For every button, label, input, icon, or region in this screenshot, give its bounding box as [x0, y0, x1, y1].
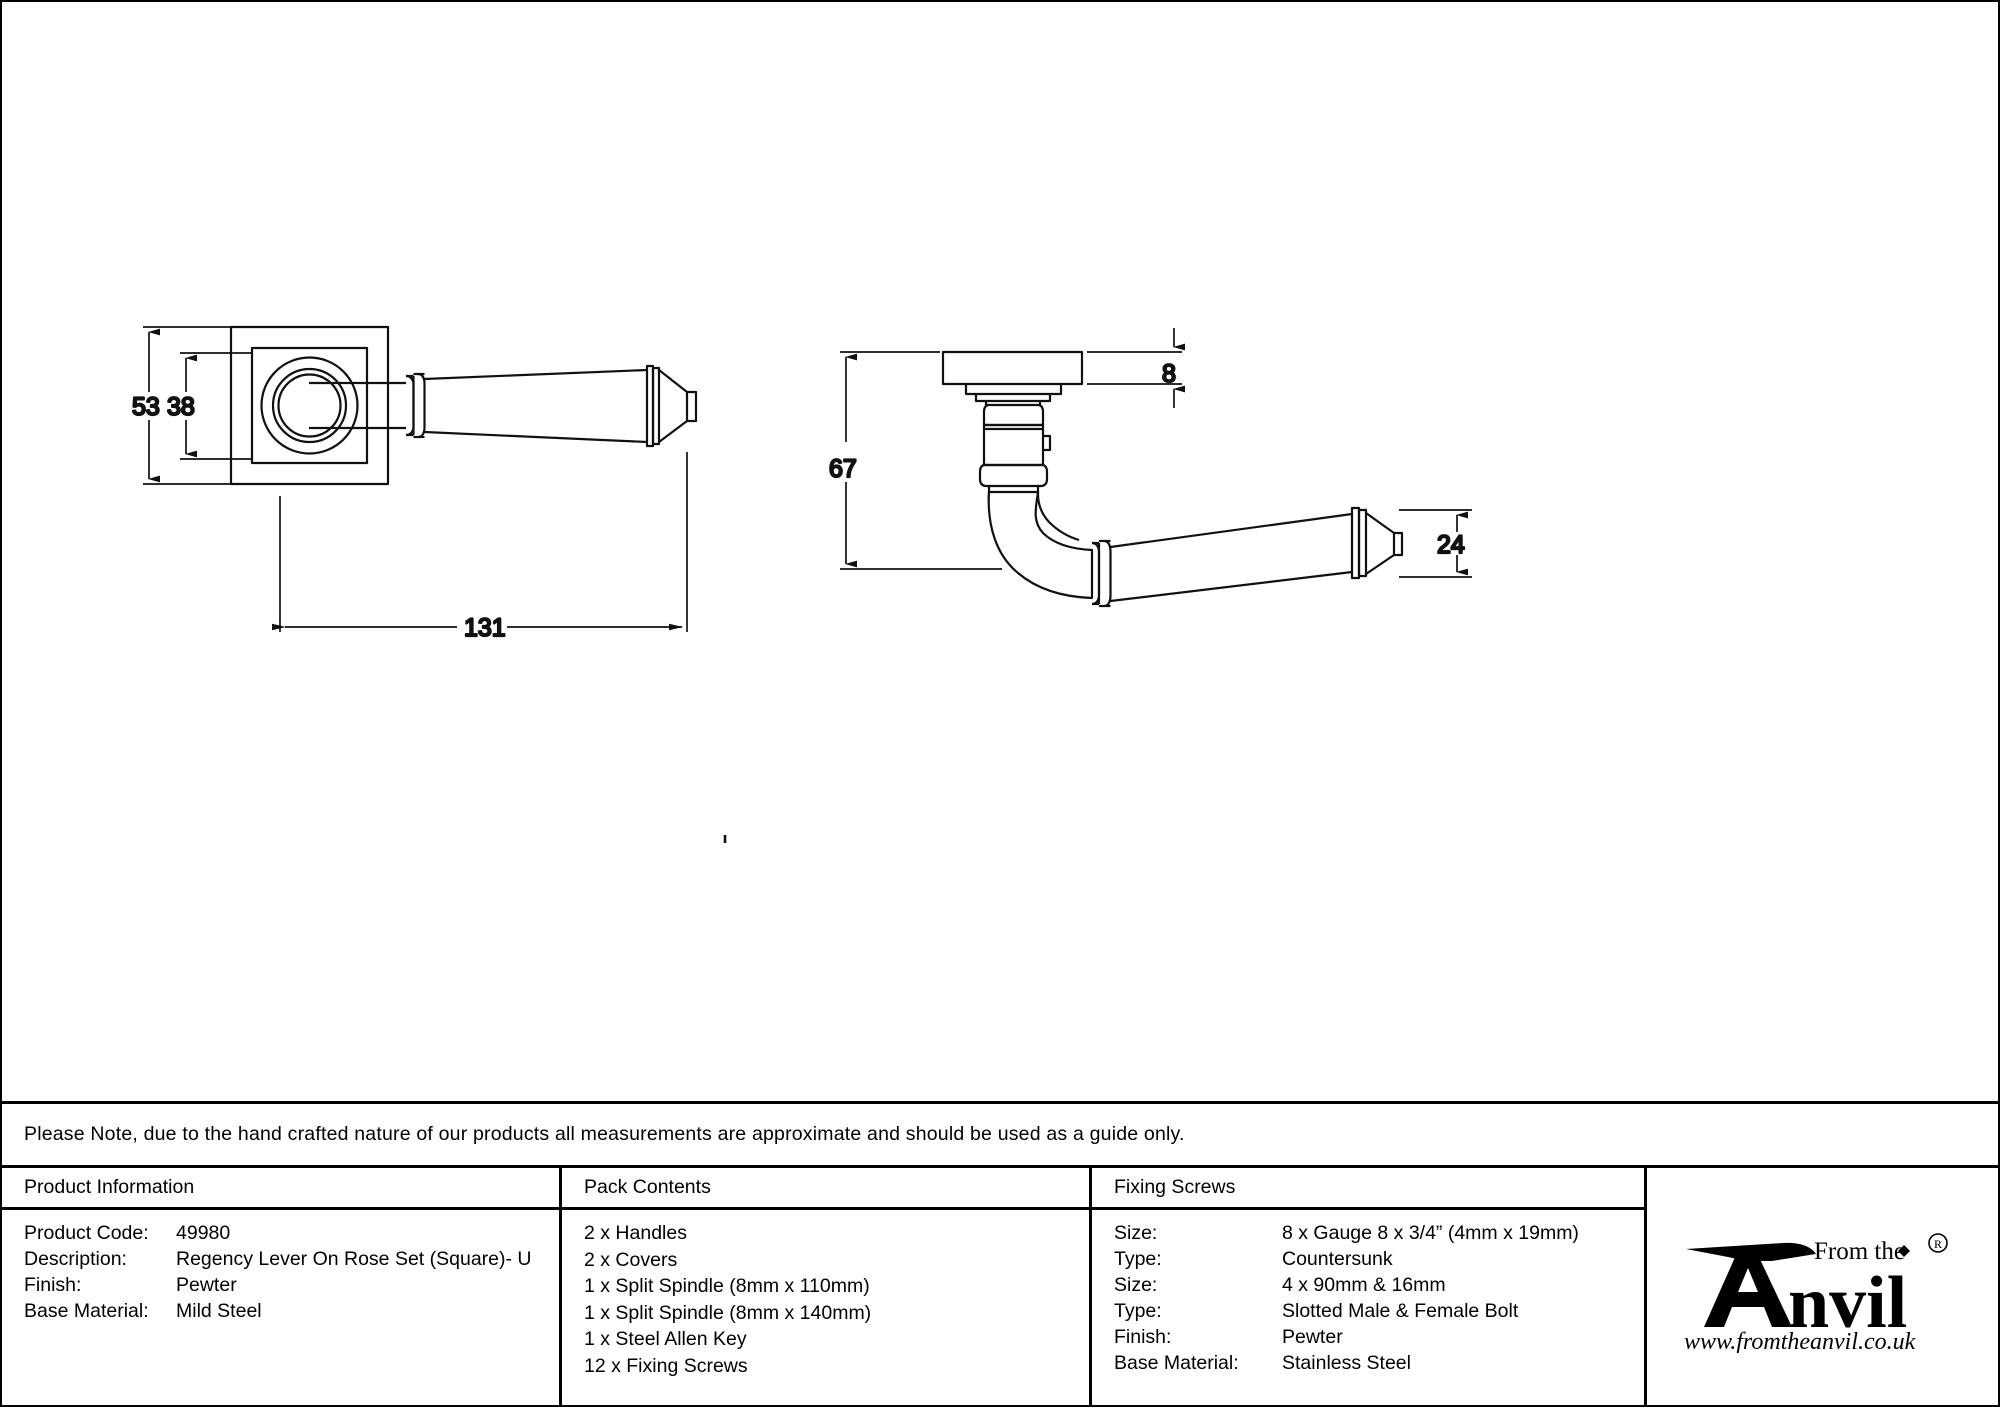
table-row: Size: 8 x Gauge 8 x 3/4” (4mm x 19mm) — [1114, 1220, 1644, 1246]
description-value: Regency Lever On Rose Set (Square)- U — [176, 1248, 532, 1270]
screw-size-value-1: 8 x Gauge 8 x 3/4” (4mm x 19mm) — [1282, 1222, 1579, 1244]
side-view-dimensions — [840, 328, 1472, 578]
measurement-note-bar: Please Note, due to the hand crafted nat… — [2, 1104, 1998, 1168]
technical-drawing-area: 53 38 131 — [2, 2, 1998, 1104]
list-item: 1 x Split Spindle (8mm x 110mm) — [584, 1275, 870, 1297]
screw-finish-value: Pewter — [1282, 1326, 1343, 1348]
dim-38-label: 38 — [167, 393, 195, 421]
brand-logo-column: nvil From the R www.fromtheanvil.co.uk — [1647, 1168, 1995, 1405]
logo-wordmark: nvil — [1788, 1262, 1907, 1344]
description-label: Description: — [24, 1248, 127, 1270]
screw-size-label-2: Size: — [1114, 1274, 1158, 1296]
list-item: 2 x Covers — [584, 1248, 678, 1271]
pack-contents-header: Pack Contents — [562, 1168, 1089, 1210]
side-view-arm — [987, 490, 1094, 600]
diamond-icon — [1898, 1244, 1910, 1257]
screw-base-material-value: Stainless Steel — [1282, 1352, 1411, 1374]
finish-label: Finish: — [24, 1274, 82, 1296]
logo-nvil-text: nvil — [1788, 1262, 1907, 1344]
dim-67-label: 67 — [829, 455, 857, 483]
fixing-screws-column: Fixing Screws Size: 8 x Gauge 8 x 3/4” (… — [1092, 1168, 1647, 1405]
side-view-geometry — [941, 350, 1084, 557]
dim-8-label: 8 — [1162, 360, 1176, 388]
table-row: Finish: Pewter — [1114, 1324, 1644, 1350]
logo-from-the-text: From the — [1814, 1238, 1905, 1265]
table-row: Base Material: Stainless Steel — [1114, 1350, 1644, 1376]
front-view-dimensions — [143, 326, 688, 632]
list-item: 12 x Fixing Screws — [584, 1354, 748, 1377]
screw-type-value-1: Countersunk — [1282, 1248, 1393, 1270]
screw-base-material-label: Base Material: — [1114, 1352, 1239, 1374]
pack-contents-body: 2 x Handles 2 x Covers 1 x Split Spindle… — [562, 1210, 1089, 1405]
from-the-anvil-logo: nvil From the R www.fromtheanvil.co.uk — [1684, 1232, 1948, 1353]
registered-mark-icon: R — [1928, 1232, 1948, 1253]
base-material-label: Base Material: — [24, 1300, 149, 1322]
screw-type-label-1: Type: — [1114, 1248, 1162, 1270]
screw-size-value-2: 4 x 90mm & 16mm — [1282, 1274, 1446, 1296]
screw-type-value-2: Slotted Male & Female Bolt — [1282, 1300, 1519, 1322]
product-information-body: Product Code: 49980 Description: Regency… — [2, 1210, 559, 1405]
finish-value: Pewter — [176, 1274, 237, 1296]
dim-24-label: 24 — [1437, 531, 1465, 559]
table-row: Base Material: Mild Steel — [24, 1298, 559, 1324]
brand-logo-wrap: nvil From the R www.fromtheanvil.co.uk — [1647, 1168, 1995, 1405]
base-material-value: Mild Steel — [176, 1300, 262, 1322]
svg-text:R: R — [1934, 1237, 1942, 1251]
product-code-label: Product Code: — [24, 1222, 149, 1244]
fixing-screws-header: Fixing Screws — [1092, 1168, 1644, 1210]
product-code-value: 49980 — [176, 1222, 231, 1244]
logo-website-text: www.fromtheanvil.co.uk — [1684, 1329, 1916, 1353]
info-table: Product Information Product Code: 49980 … — [2, 1168, 1998, 1405]
dim-53-label: 53 — [132, 393, 160, 421]
side-view-lever — [1091, 506, 1404, 608]
logo-letter-a — [1704, 1254, 1792, 1327]
dim-131-label: 131 — [464, 614, 506, 642]
drawing-canvas: 53 38 131 — [131, 325, 1472, 843]
table-row: Description: Regency Lever On Rose Set (… — [24, 1246, 559, 1272]
anvil-icon — [1686, 1242, 1816, 1261]
pack-contents-column: Pack Contents 2 x Handles 2 x Covers 1 x… — [562, 1168, 1092, 1405]
screw-finish-label: Finish: — [1114, 1326, 1172, 1348]
product-information-column: Product Information Product Code: 49980 … — [2, 1168, 562, 1405]
table-row: Type: Slotted Male & Female Bolt — [1114, 1298, 1644, 1324]
table-row: Type: Countersunk — [1114, 1246, 1644, 1272]
fixing-screws-body: Size: 8 x Gauge 8 x 3/4” (4mm x 19mm) Ty… — [1092, 1210, 1644, 1405]
table-row: Finish: Pewter — [24, 1272, 559, 1298]
list-item: 1 x Steel Allen Key — [584, 1328, 747, 1350]
measurement-note-text: Please Note, due to the hand crafted nat… — [24, 1123, 1185, 1145]
list-item: 2 x Handles — [584, 1222, 687, 1244]
list-item: 1 x Split Spindle (8mm x 140mm) — [584, 1301, 872, 1324]
screw-size-label-1: Size: — [1114, 1222, 1158, 1244]
front-view-geometry — [229, 325, 698, 486]
table-row: Product Code: 49980 — [24, 1220, 559, 1246]
table-row: Size: 4 x 90mm & 16mm — [1114, 1272, 1644, 1298]
screw-type-label-2: Type: — [1114, 1300, 1162, 1322]
product-information-header: Product Information — [2, 1168, 559, 1210]
